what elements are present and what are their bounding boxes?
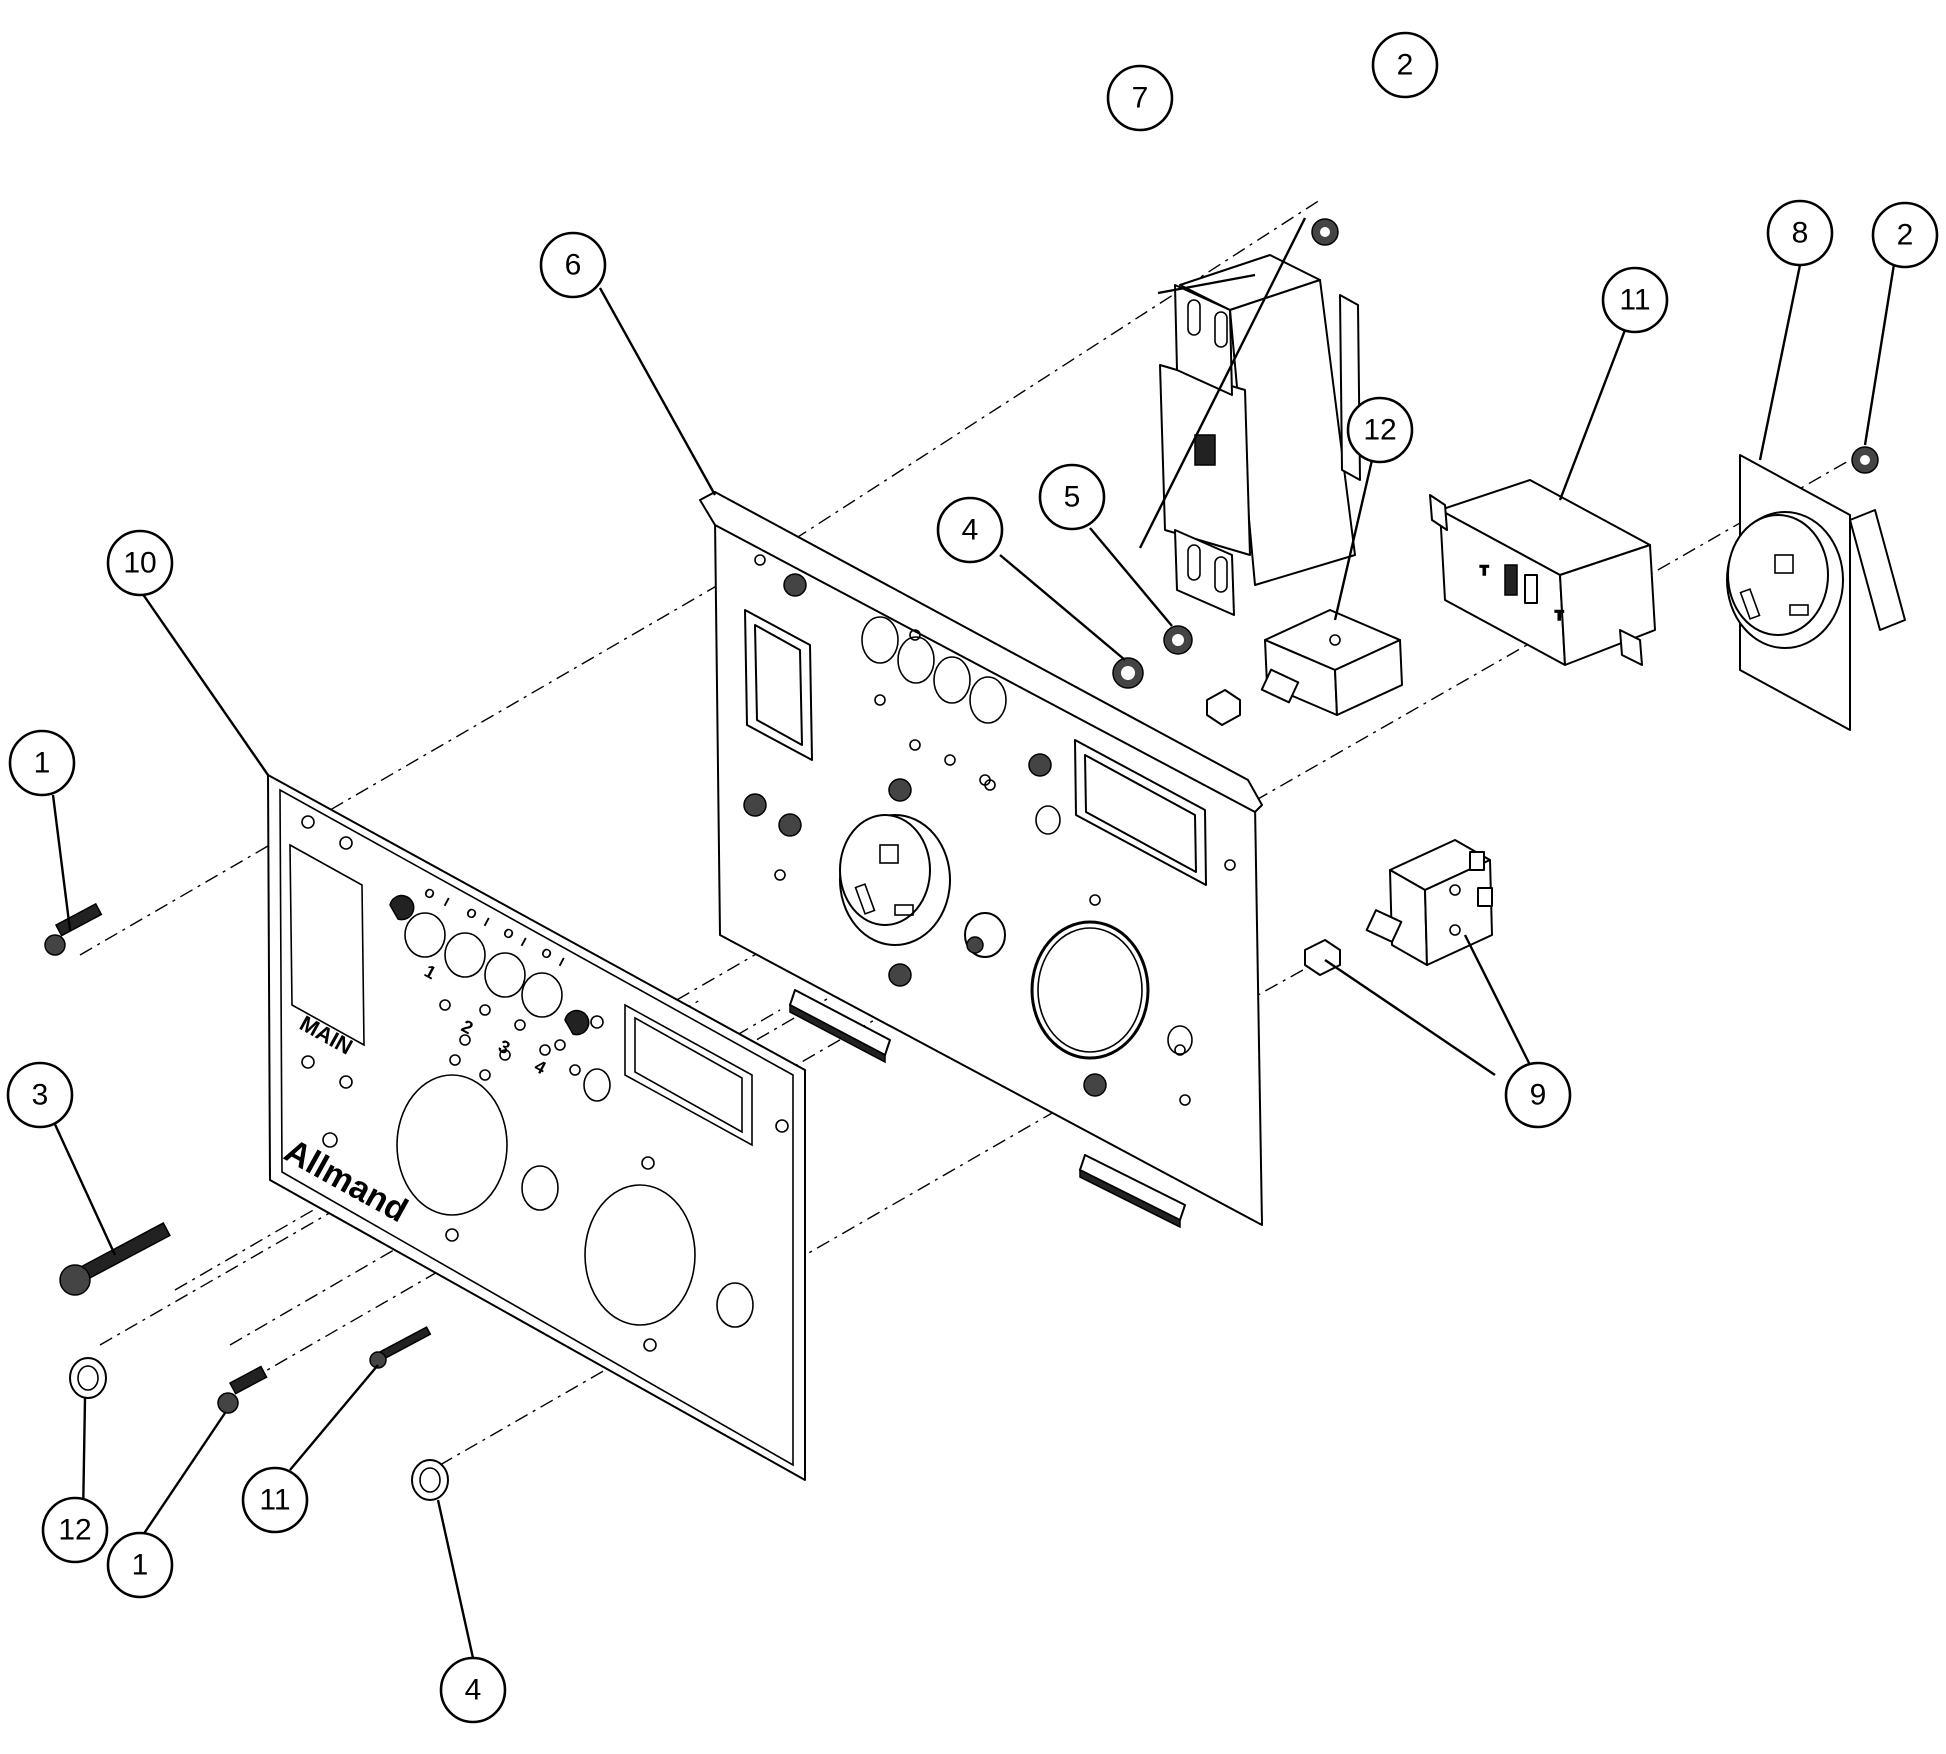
faceplate-switch-mark: I — [482, 914, 492, 929]
callout-label: 2 — [1397, 49, 1414, 82]
faceplate-switch-mark: I — [557, 954, 567, 969]
callout-balloon-8: 8 — [1766, 199, 1834, 267]
callout-balloon-6: 6 — [539, 231, 607, 299]
front-faceplate: O I O I O I O I 1 2 3 4 MAIN Allmand — [267, 774, 806, 1481]
star-washer-4 — [1112, 657, 1144, 689]
callout-label: 9 — [1530, 1079, 1547, 1112]
callout-balloon-7: 7 — [1106, 64, 1174, 132]
callout-label: 10 — [123, 547, 156, 580]
svg-text:T: T — [1555, 607, 1564, 623]
leader-lines — [51, 217, 1897, 1659]
nut-2-upper — [1311, 218, 1339, 246]
screw-11 — [369, 1326, 432, 1369]
callout-label: 1 — [132, 1549, 149, 1582]
callout-balloon-5: 5 — [1038, 463, 1106, 531]
callout-label: 6 — [565, 249, 582, 282]
washer-4 — [411, 1459, 449, 1501]
callout-label: 8 — [1792, 217, 1809, 250]
washer-12 — [69, 1357, 107, 1399]
callout-label: 2 — [1897, 219, 1914, 252]
rear-panel-grommet — [964, 912, 1006, 958]
svg-text:T: T — [1480, 562, 1489, 578]
callout-balloon-11-lower: 11 — [241, 1466, 309, 1534]
callout-balloon-3: 3 — [6, 1061, 74, 1129]
screw-1-lower — [217, 1365, 268, 1414]
breaker-9 — [1304, 839, 1493, 976]
nut-2-right — [1851, 446, 1879, 474]
rear-mounting-panel — [699, 491, 1263, 1229]
rear-panel-round-receptacle — [839, 814, 951, 946]
faceplate-switch-mark: I — [519, 934, 529, 949]
breaker-12 — [1206, 609, 1403, 726]
callout-balloon-10: 10 — [106, 529, 174, 597]
gfci-receptacle: T T — [1429, 479, 1656, 666]
bolt-3 — [59, 1222, 171, 1296]
callout-label: 3 — [32, 1079, 49, 1112]
callout-label: 5 — [1064, 481, 1081, 514]
nut-5 — [1163, 625, 1193, 655]
callout-balloon-1-upper: 1 — [8, 729, 76, 797]
callout-balloon-4-lower: 4 — [439, 1656, 507, 1724]
receptacle-8 — [1726, 454, 1906, 731]
callout-label: 11 — [1619, 284, 1650, 317]
rear-panel-nuts — [743, 573, 1107, 1097]
callout-label: 1 — [34, 747, 51, 780]
callout-balloon-4-upper: 4 — [936, 496, 1004, 564]
callout-balloon-12-upper: 12 — [1346, 396, 1414, 464]
callout-balloon-2-upper: 2 — [1371, 31, 1439, 99]
callout-label: 11 — [259, 1484, 290, 1517]
screw-1-upper — [44, 902, 103, 956]
faceplate-switch-mark: I — [442, 894, 452, 909]
callout-label: 7 — [1132, 82, 1149, 115]
callout-balloon-9: 9 — [1504, 1061, 1572, 1129]
callout-label: 4 — [465, 1674, 482, 1707]
callout-balloon-1-lower: 1 — [106, 1531, 174, 1599]
callout-label: 12 — [1363, 414, 1396, 447]
callout-balloon-12-lower: 12 — [41, 1496, 109, 1564]
callout-label: 4 — [962, 514, 979, 547]
callout-balloon-2-right: 2 — [1871, 201, 1939, 269]
rear-panel-large-ring — [1030, 920, 1150, 1060]
callout-label: 12 — [58, 1514, 91, 1547]
callout-balloon-11-upper: 11 — [1601, 266, 1669, 334]
